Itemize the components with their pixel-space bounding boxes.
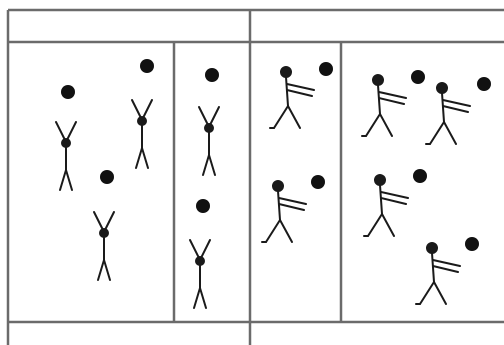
ball-panel-1-2	[140, 59, 154, 73]
stick-figure-panel-1-2	[132, 100, 152, 168]
ball-panel-3-2	[311, 175, 325, 189]
ball-panel-4-1	[411, 70, 425, 84]
stick-figure-panel-4-2	[426, 83, 470, 144]
stick-figure-panel-4-4	[416, 243, 460, 304]
stick-figure-panel-2-2	[190, 240, 210, 308]
ball-panel-2-2	[196, 199, 210, 213]
stick-figure-panel-1-3	[94, 212, 114, 280]
ball-panel-4-2	[477, 77, 491, 91]
ball-panel-3-1	[319, 62, 333, 76]
stick-figure-panel-1-1	[56, 122, 76, 190]
stick-figure-panel-3-1	[270, 67, 314, 128]
grid-lines	[8, 10, 504, 345]
panel-4	[362, 70, 491, 304]
ball-panel-4-3	[413, 169, 427, 183]
panel-1	[56, 59, 154, 280]
ball-panel-2-1	[205, 68, 219, 82]
stick-figure-panel-3-2	[262, 181, 306, 242]
figures-layer	[56, 59, 491, 308]
ball-panel-1-3	[100, 170, 114, 184]
panel-2	[190, 68, 219, 308]
stick-figure-panel-4-1	[362, 75, 406, 136]
stick-figure-panel-2-1	[199, 107, 219, 175]
ball-panel-4-4	[465, 237, 479, 251]
stick-figure-panel-4-3	[364, 175, 408, 236]
panel-3	[262, 62, 333, 242]
ball-panel-1-1	[61, 85, 75, 99]
